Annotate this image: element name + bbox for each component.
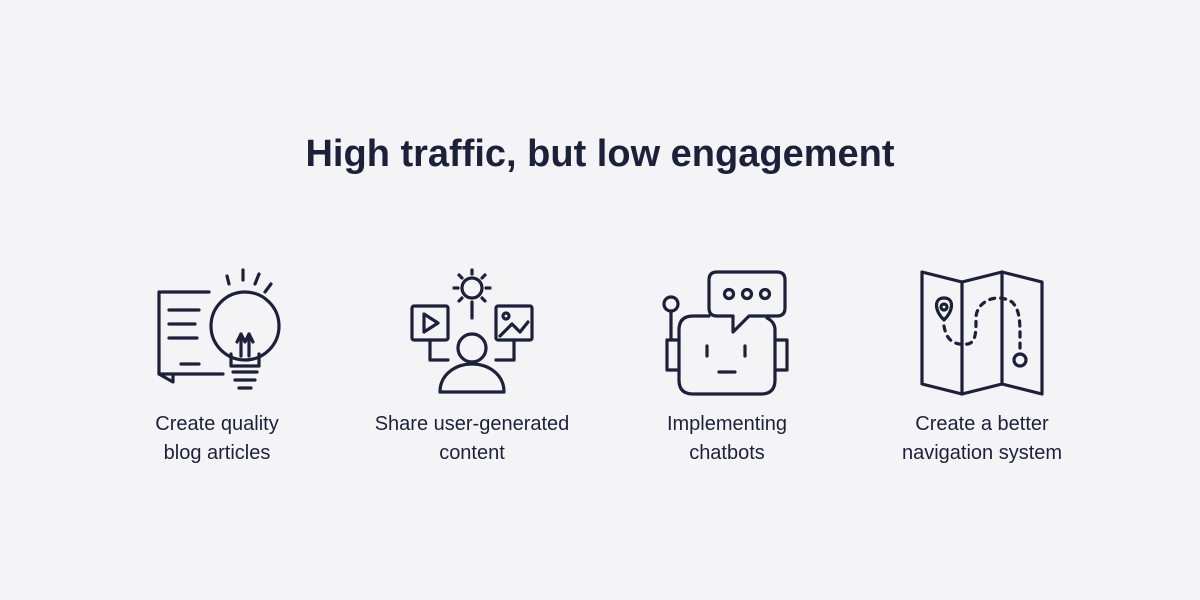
lightbulb-document-icon (157, 268, 281, 390)
strategy-caption: Share user-generated content (374, 413, 570, 464)
strategy-item-navigation: Create a better navigation system (862, 262, 1102, 468)
strategy-item-blog: Create quality blog articles (97, 262, 337, 468)
strategy-item-ugc: Share user-generated content (352, 262, 592, 468)
strategy-caption: Implementing chatbots (666, 413, 788, 464)
strategy-caption: Create a better navigation system (901, 413, 1063, 464)
chatbot-robot-icon (662, 270, 789, 396)
page-title: High traffic, but low engagement (305, 133, 895, 175)
user-content-icon (410, 268, 534, 394)
map-route-icon (920, 270, 1044, 396)
strategy-caption: Create quality blog articles (155, 413, 279, 464)
strategy-item-chatbots: Implementing chatbots (607, 262, 847, 468)
